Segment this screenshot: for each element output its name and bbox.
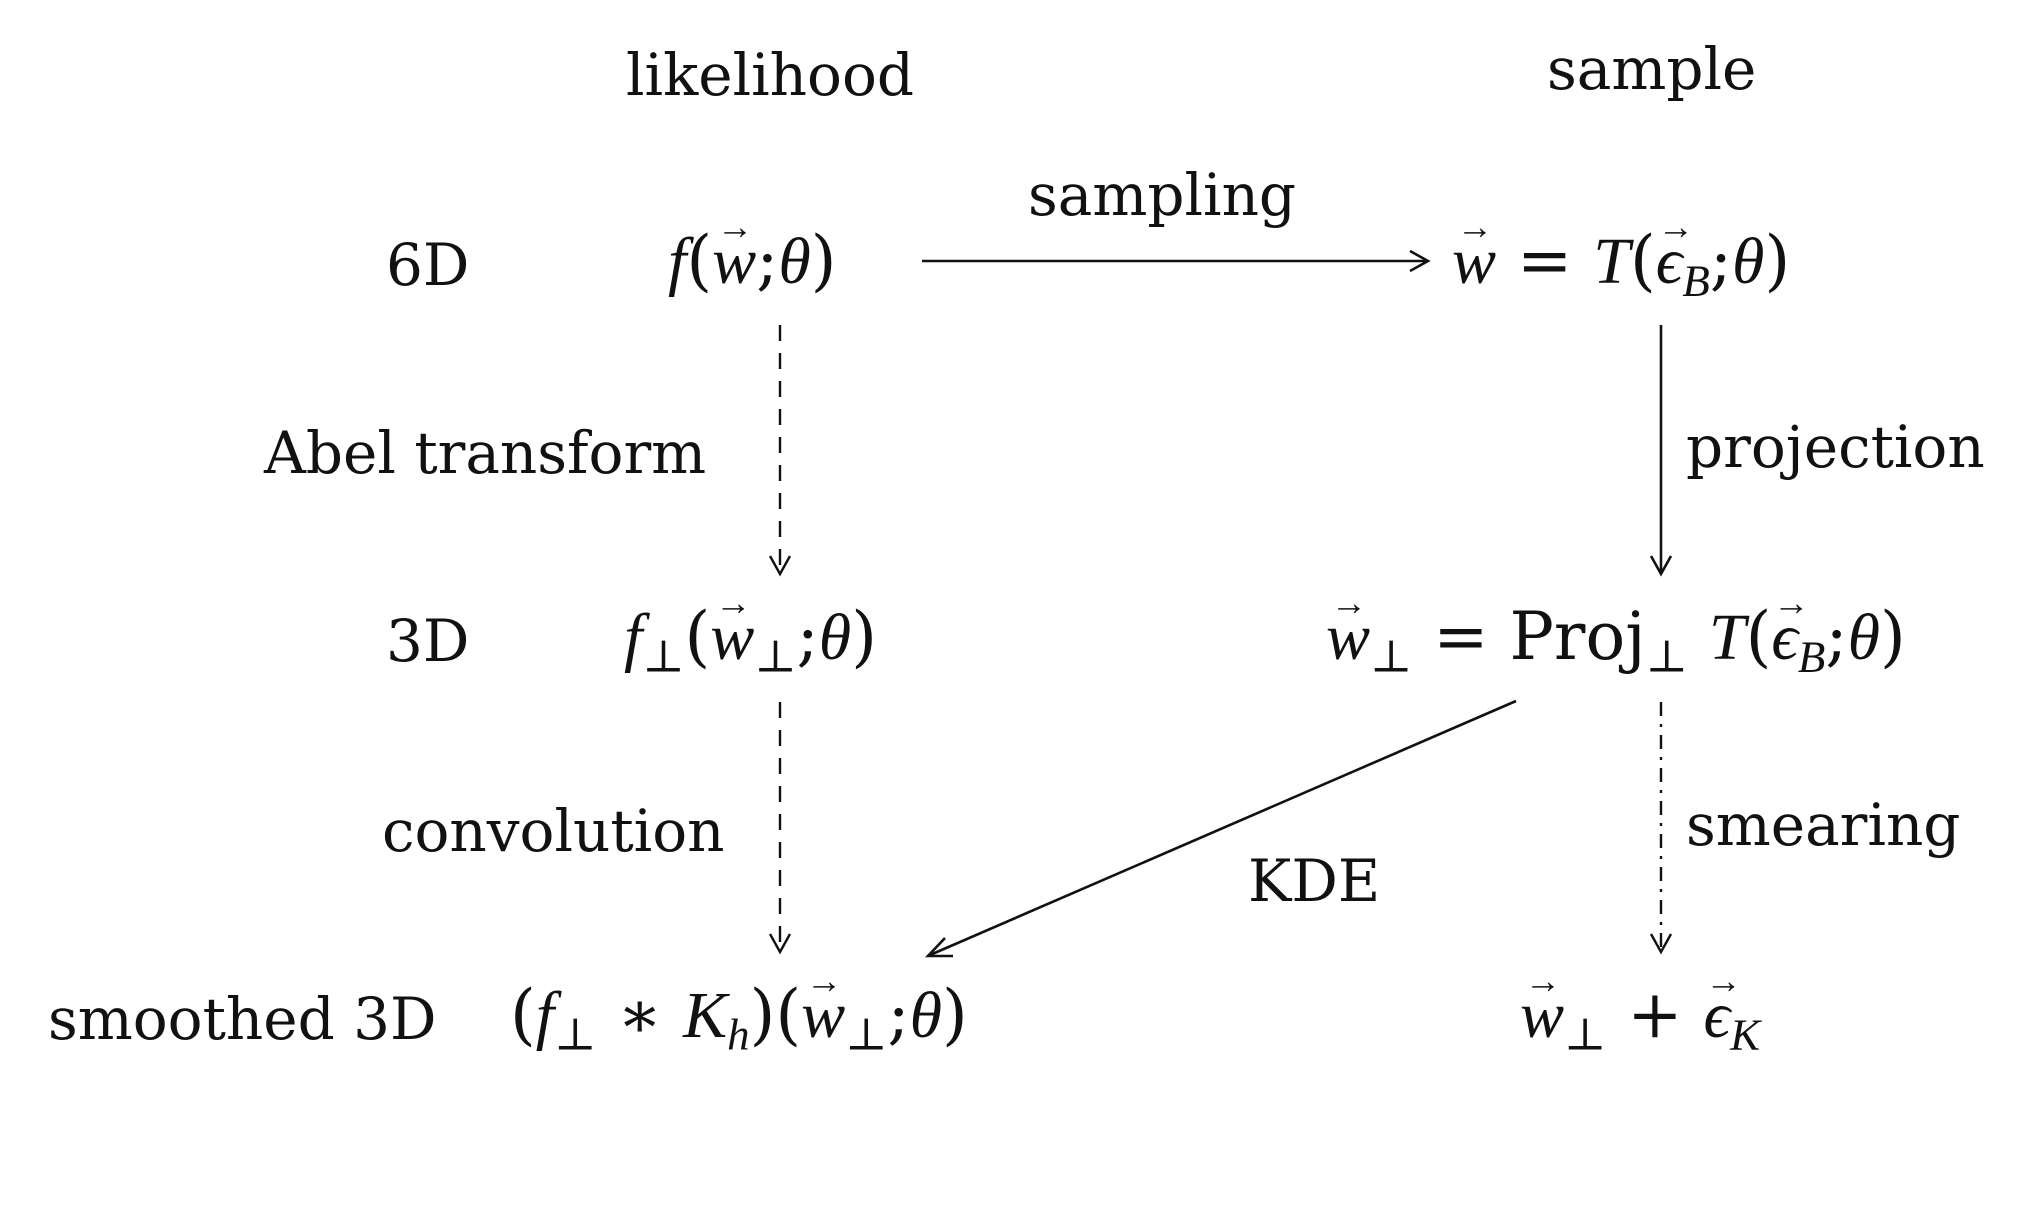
kde-arrow — [924, 699, 1517, 958]
edge-label-smearing: smearing — [1686, 791, 1961, 859]
convolution-arrow — [768, 702, 792, 955]
smearing-arrow — [1649, 702, 1673, 955]
node-likelihood-6d: f(w;θ) — [668, 209, 837, 295]
node-likelihood-3d: f⊥(w⊥;θ) — [624, 585, 877, 679]
row-label-smoothed-3d: smoothed 3D — [48, 985, 437, 1053]
node-sample-smoothed: w⊥ + ϵK — [1520, 963, 1760, 1057]
edge-label-projection: projection — [1686, 413, 1985, 481]
node-likelihood-smoothed: (f⊥ ∗ Kh)(w⊥;θ) — [510, 963, 968, 1057]
abel-transform-arrow — [768, 325, 792, 577]
edge-label-abel-transform: Abel transform — [264, 419, 707, 487]
node-sample-3d: w⊥ = Proj⊥ T(ϵB;θ) — [1326, 585, 1906, 679]
column-header-likelihood: likelihood — [626, 41, 914, 109]
row-label-6d: 6D — [386, 231, 470, 299]
edge-label-convolution: convolution — [382, 797, 725, 865]
edge-label-sampling: sampling — [1028, 161, 1297, 229]
row-label-3d: 3D — [386, 607, 470, 675]
node-sample-6d: w = T(ϵB;θ) — [1452, 209, 1790, 303]
edge-label-kde: KDE — [1248, 847, 1381, 915]
projection-arrow — [1649, 325, 1673, 577]
sampling-arrow — [922, 249, 1431, 273]
column-header-sample: sample — [1547, 35, 1757, 103]
